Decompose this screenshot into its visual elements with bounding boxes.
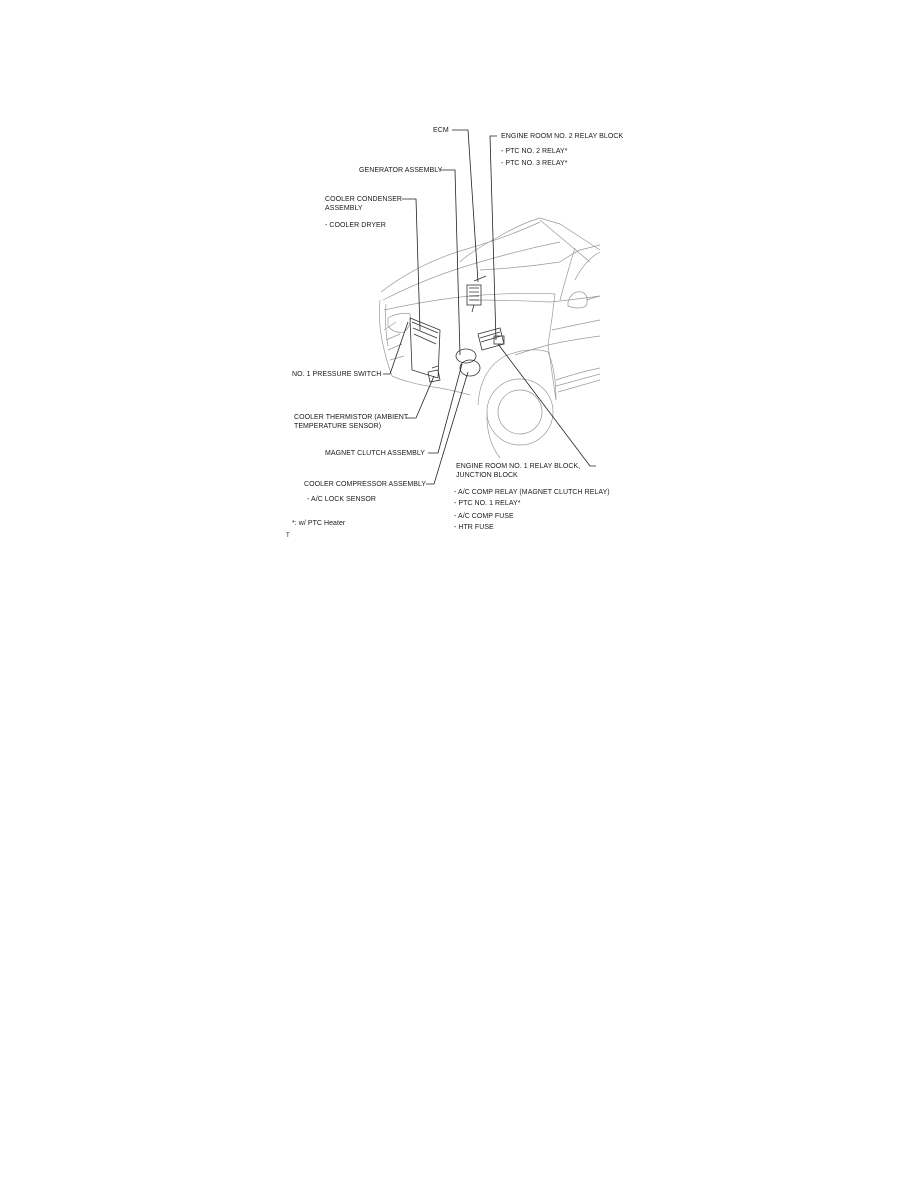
label-cooler-thermistor-line2: TEMPERATURE SENSOR) xyxy=(294,423,382,430)
label-htr-fuse: - HTR FUSE xyxy=(454,524,494,531)
label-no1-pressure-switch: NO. 1 PRESSURE SWITCH xyxy=(292,371,382,378)
figure-mark: T xyxy=(286,533,290,539)
label-engine-room-no1-line2: JUNCTION BLOCK xyxy=(456,472,518,479)
components xyxy=(409,275,505,383)
footnote-ptc-heater: *: w/ PTC Heater xyxy=(292,520,346,527)
label-engine-room-no1-line1: ENGINE ROOM NO. 1 RELAY BLOCK, xyxy=(456,463,581,470)
label-cooler-dryer: - COOLER DRYER xyxy=(325,222,386,229)
label-cooler-condenser-line1: COOLER CONDENSER xyxy=(325,196,403,203)
label-magnet-clutch-assembly: MAGNET CLUTCH ASSEMBLY xyxy=(325,450,426,457)
label-cooler-thermistor-line1: COOLER THERMISTOR (AMBIENT xyxy=(294,414,409,421)
label-generator-assembly: GENERATOR ASSEMBLY xyxy=(359,167,443,174)
label-ptc-no3-relay: - PTC NO. 3 RELAY* xyxy=(501,160,568,167)
label-cooler-condenser-line2: ASSEMBLY xyxy=(325,205,363,212)
label-ptc-no1-relay: - PTC NO. 1 RELAY* xyxy=(454,500,521,507)
car-body-outline xyxy=(378,217,601,459)
label-ac-lock-sensor: - A/C LOCK SENSOR xyxy=(307,496,376,503)
label-ac-comp-relay: - A/C COMP RELAY (MAGNET CLUTCH RELAY) xyxy=(454,489,610,496)
label-ac-comp-fuse: - A/C COMP FUSE xyxy=(454,513,514,520)
label-cooler-compressor-assembly: COOLER COMPRESSOR ASSEMBLY xyxy=(304,481,427,488)
leader-lines xyxy=(383,129,596,485)
label-ptc-no2-relay: - PTC NO. 2 RELAY* xyxy=(501,148,568,155)
label-ecm: ECM xyxy=(433,127,449,134)
label-engine-room-no2-relay-block: ENGINE ROOM NO. 2 RELAY BLOCK xyxy=(501,133,624,140)
